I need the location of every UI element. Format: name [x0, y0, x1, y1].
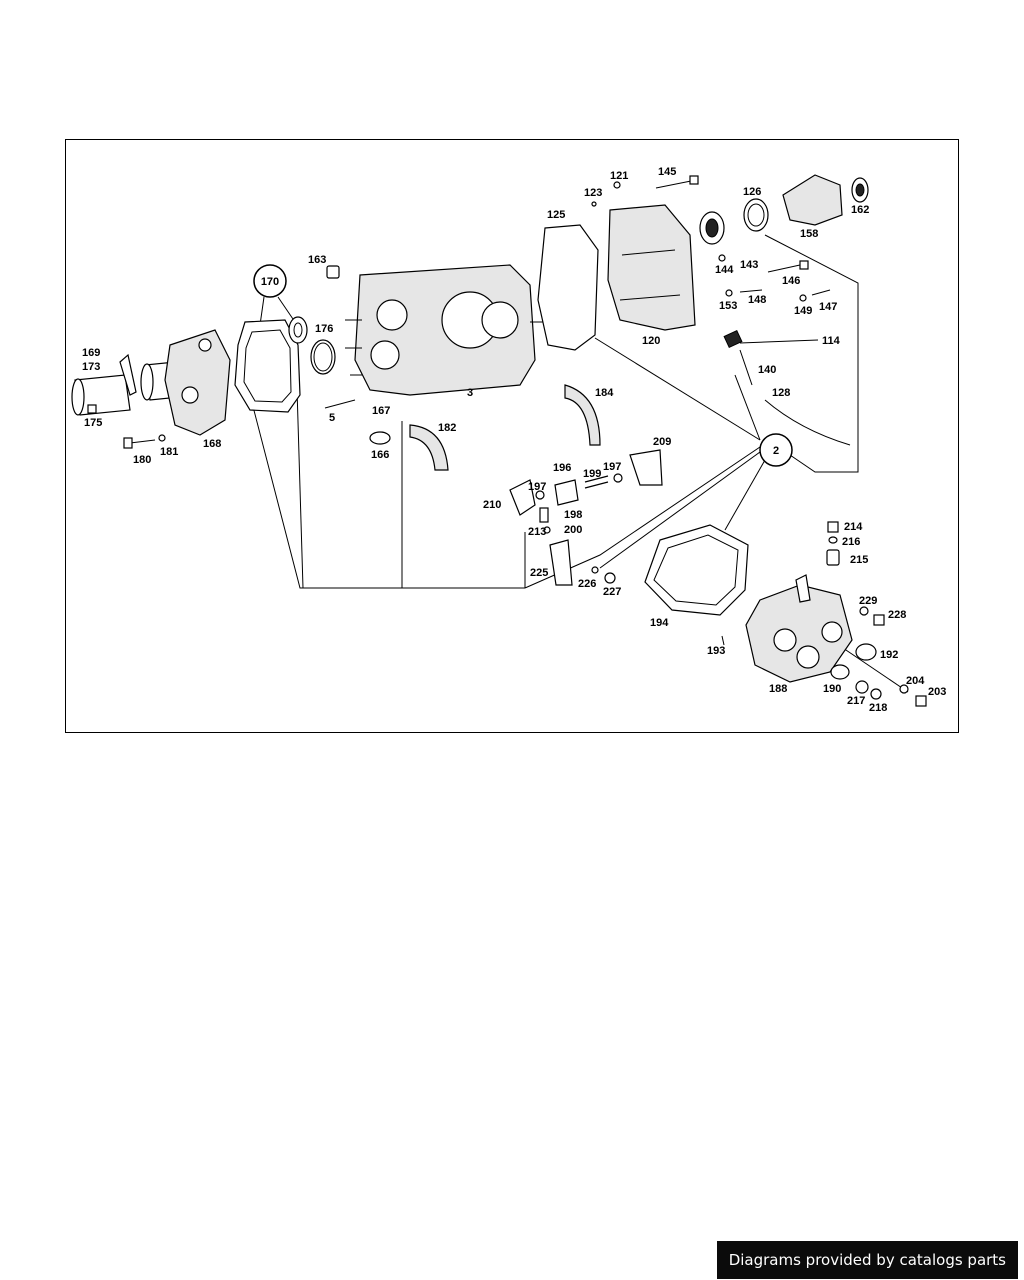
label-182: 182 — [438, 422, 456, 434]
label-121: 121 — [610, 170, 628, 182]
footer-attribution: Diagrams provided by catalogs parts — [716, 1241, 1018, 1279]
part-main-housing-3 — [324, 264, 590, 409]
label-120: 120 — [642, 335, 660, 347]
label-125: 125 — [547, 209, 565, 221]
label-210: 210 — [483, 499, 501, 511]
label-169: 169 — [82, 347, 100, 359]
part-rear-housing-120 — [607, 204, 696, 331]
part-front-cover-168 — [164, 329, 231, 436]
part-gasket-125 — [537, 224, 599, 351]
circled-callouts: 170 2 — [253, 264, 793, 467]
label-3: 3 — [467, 387, 473, 399]
label-197-left: 197 — [528, 481, 546, 493]
label-176: 176 — [315, 323, 333, 335]
label-149: 149 — [794, 305, 812, 317]
label-209: 209 — [653, 436, 671, 448]
label-146: 146 — [782, 275, 800, 287]
part-shift-forks — [409, 384, 663, 586]
label-190: 190 — [823, 683, 841, 695]
label-147: 147 — [819, 301, 837, 313]
label-123: 123 — [584, 187, 602, 199]
label-226: 226 — [578, 578, 596, 590]
label-167: 167 — [372, 405, 390, 417]
label-180: 180 — [133, 454, 151, 466]
label-143: 143 — [740, 259, 758, 271]
label-162: 162 — [851, 204, 869, 216]
label-197-right: 197 — [603, 461, 621, 473]
label-214: 214 — [844, 521, 863, 533]
label-200: 200 — [564, 524, 582, 536]
leader-lines — [249, 234, 909, 693]
label-225: 225 — [530, 567, 548, 579]
callout-circle-2 — [759, 433, 793, 467]
label-227: 227 — [603, 586, 621, 598]
part-bolts — [87, 175, 831, 449]
part-labels: 121 145 123 126 162 125 158 144 143 163 … — [82, 166, 946, 714]
label-166: 166 — [371, 449, 389, 461]
label-192: 192 — [880, 649, 898, 661]
label-175: 175 — [84, 417, 102, 429]
callout-circle-170 — [253, 264, 287, 298]
label-5: 5 — [329, 412, 335, 424]
label-204: 204 — [906, 675, 925, 687]
label-213: 213 — [528, 526, 546, 538]
label-194: 194 — [650, 617, 669, 629]
part-bearings — [699, 174, 869, 245]
label-218: 218 — [869, 702, 887, 714]
callout-label-2: 2 — [773, 445, 779, 457]
part-shift-rod-140 — [723, 329, 851, 446]
label-229: 229 — [859, 595, 877, 607]
label-198: 198 — [564, 509, 582, 521]
label-217: 217 — [847, 695, 865, 707]
label-168: 168 — [203, 438, 221, 450]
label-128: 128 — [772, 387, 790, 399]
part-end-cover-fittings — [721, 521, 927, 707]
label-145: 145 — [658, 166, 676, 178]
diagram-frame — [65, 139, 959, 733]
part-end-cover-188 — [745, 574, 853, 683]
label-173: 173 — [82, 361, 100, 373]
label-188: 188 — [769, 683, 787, 695]
label-144: 144 — [715, 264, 734, 276]
label-216: 216 — [842, 536, 860, 548]
label-158: 158 — [800, 228, 818, 240]
label-126: 126 — [743, 186, 761, 198]
label-181: 181 — [160, 446, 178, 458]
part-seal-176 — [288, 316, 336, 375]
label-140: 140 — [758, 364, 776, 376]
label-215: 215 — [850, 554, 868, 566]
label-153: 153 — [719, 300, 737, 312]
label-184: 184 — [595, 387, 614, 399]
label-228: 228 — [888, 609, 906, 621]
part-gasket-194 — [644, 524, 749, 616]
label-203: 203 — [928, 686, 946, 698]
label-163: 163 — [308, 254, 326, 266]
label-193: 193 — [707, 645, 725, 657]
label-196: 196 — [553, 462, 571, 474]
label-114: 114 — [822, 335, 841, 347]
callout-label-170: 170 — [261, 276, 279, 288]
label-148: 148 — [748, 294, 766, 306]
label-199: 199 — [583, 468, 601, 480]
